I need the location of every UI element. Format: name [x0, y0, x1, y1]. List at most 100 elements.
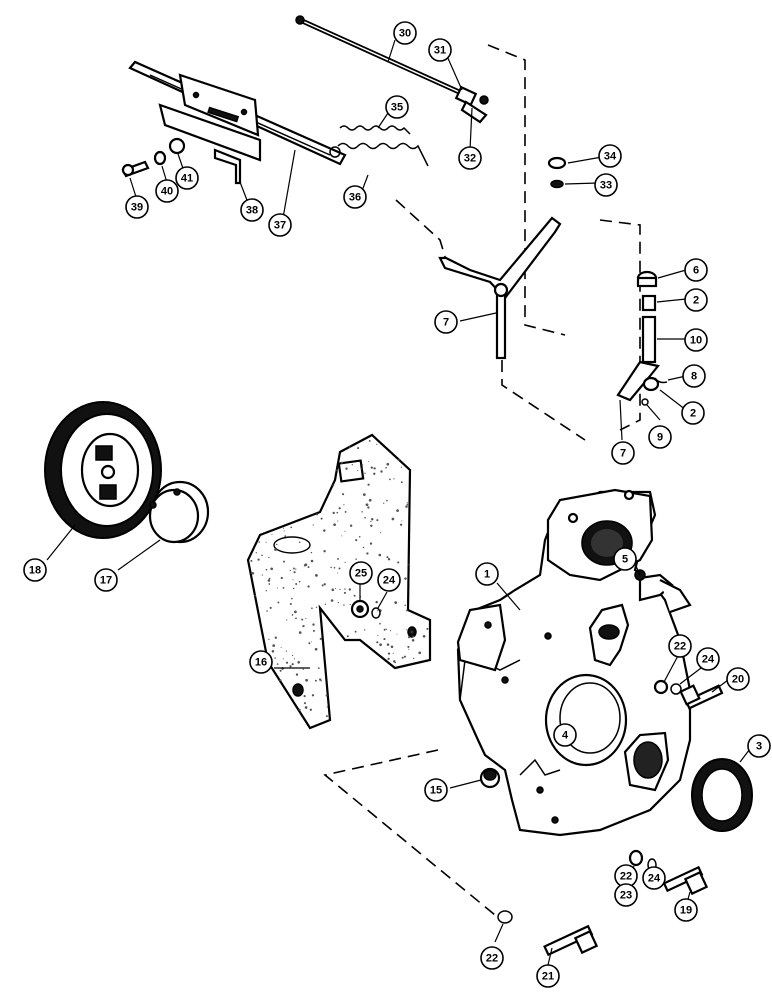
- callout-circle: [268, 213, 292, 237]
- callout-circle: [434, 310, 458, 334]
- callout-number: 41: [181, 173, 193, 185]
- callout-c3: 3: [747, 734, 771, 758]
- throttle-bracket-assembly: [128, 60, 347, 185]
- washers-bolt-19: [628, 849, 709, 896]
- callout-number: 33: [600, 180, 612, 192]
- callout-c7b: 7: [611, 441, 635, 465]
- callout-number: 32: [464, 153, 476, 165]
- callout-number: 37: [274, 220, 286, 232]
- gasket: [246, 433, 432, 730]
- callout-circle: [480, 946, 504, 970]
- callout-c25: 25: [349, 561, 373, 585]
- callout-circle: [696, 647, 720, 671]
- callout-number: 2: [690, 408, 696, 420]
- callout-c19: 19: [674, 898, 698, 922]
- callout-circle: [428, 38, 452, 62]
- springs: [329, 125, 429, 167]
- callout-c35: 35: [385, 95, 409, 119]
- callout-c38: 38: [240, 198, 264, 222]
- hub-cap: [148, 480, 210, 544]
- callout-circle: [94, 568, 118, 592]
- callout-number: 5: [622, 554, 628, 566]
- callout-circle: [681, 401, 705, 425]
- callout-c2a: 2: [684, 288, 708, 312]
- callout-number: 23: [620, 890, 632, 902]
- callout-c10: 10: [684, 328, 708, 352]
- callout-number: 31: [434, 45, 446, 57]
- callout-number: 9: [657, 432, 663, 444]
- callout-number: 8: [691, 371, 697, 383]
- callout-number: 39: [131, 202, 143, 214]
- oil-seal: [691, 758, 753, 832]
- bolt-washer-nut-39-41: [121, 137, 186, 178]
- callout-c4: 4: [553, 723, 577, 747]
- callout-number: 34: [604, 151, 617, 163]
- callout-c16: 16: [249, 650, 273, 674]
- callout-circle: [648, 425, 672, 449]
- callout-circle: [175, 166, 199, 190]
- callout-circle: [684, 328, 708, 352]
- callout-circle: [475, 562, 499, 586]
- callout-circle: [642, 866, 666, 890]
- callout-number: 7: [620, 448, 626, 460]
- callout-c5: 5: [613, 547, 637, 571]
- callout-c24c: 24: [642, 866, 666, 890]
- callout-circle: [684, 258, 708, 282]
- alignment-lines: [323, 44, 641, 916]
- callout-circle: [613, 547, 637, 571]
- callout-c32: 32: [458, 146, 482, 170]
- callout-circle: [611, 441, 635, 465]
- callout-c23: 23: [614, 883, 638, 907]
- callout-number: 40: [161, 186, 173, 198]
- leader-lines: [46, 39, 754, 966]
- callout-c31: 31: [428, 38, 452, 62]
- callout-circle: [424, 778, 448, 802]
- callout-number: 6: [693, 265, 699, 277]
- callout-circle: [684, 288, 708, 312]
- callout-c24b: 24: [696, 647, 720, 671]
- callout-number: 24: [383, 575, 396, 587]
- callout-circle: [674, 898, 698, 922]
- callout-circle: [594, 173, 618, 197]
- lever-stack: [616, 270, 668, 406]
- callout-number: 30: [399, 28, 411, 40]
- callout-circle: [349, 561, 373, 585]
- callout-number: 1: [484, 569, 490, 581]
- callout-number: 20: [732, 674, 744, 686]
- callout-number: 7: [443, 317, 449, 329]
- callout-number: 21: [542, 971, 554, 983]
- governor-lever: [438, 216, 562, 360]
- callout-c39: 39: [125, 195, 149, 219]
- callout-number: 19: [680, 905, 692, 917]
- callout-circle: [614, 883, 638, 907]
- callout-c2b: 2: [681, 401, 705, 425]
- callout-c22c: 22: [480, 946, 504, 970]
- nut-washer-25-24: [350, 599, 381, 619]
- callout-circle: [747, 734, 771, 758]
- callout-c17: 17: [94, 568, 118, 592]
- callout-number: 25: [355, 568, 367, 580]
- callout-number: 24: [648, 873, 661, 885]
- callout-circle: [393, 21, 417, 45]
- callout-c20: 20: [726, 667, 750, 691]
- callout-circle: [682, 364, 706, 388]
- nut-washer-33-34: [547, 156, 567, 189]
- gear-housing: [456, 488, 692, 837]
- callout-c40: 40: [155, 179, 179, 203]
- callout-c41: 41: [175, 166, 199, 190]
- timing-gear: [44, 401, 162, 539]
- callout-c9: 9: [648, 425, 672, 449]
- callout-circle: [249, 650, 273, 674]
- callout-number: 24: [702, 654, 715, 666]
- callout-c22a: 22: [668, 634, 692, 658]
- callout-number: 4: [562, 730, 569, 742]
- callout-circle: [240, 198, 264, 222]
- callout-number: 22: [486, 953, 498, 965]
- callout-circle: [726, 667, 750, 691]
- callout-number: 3: [756, 741, 762, 753]
- callout-circle: [553, 723, 577, 747]
- callout-circle: [458, 146, 482, 170]
- callout-circle: [155, 179, 179, 203]
